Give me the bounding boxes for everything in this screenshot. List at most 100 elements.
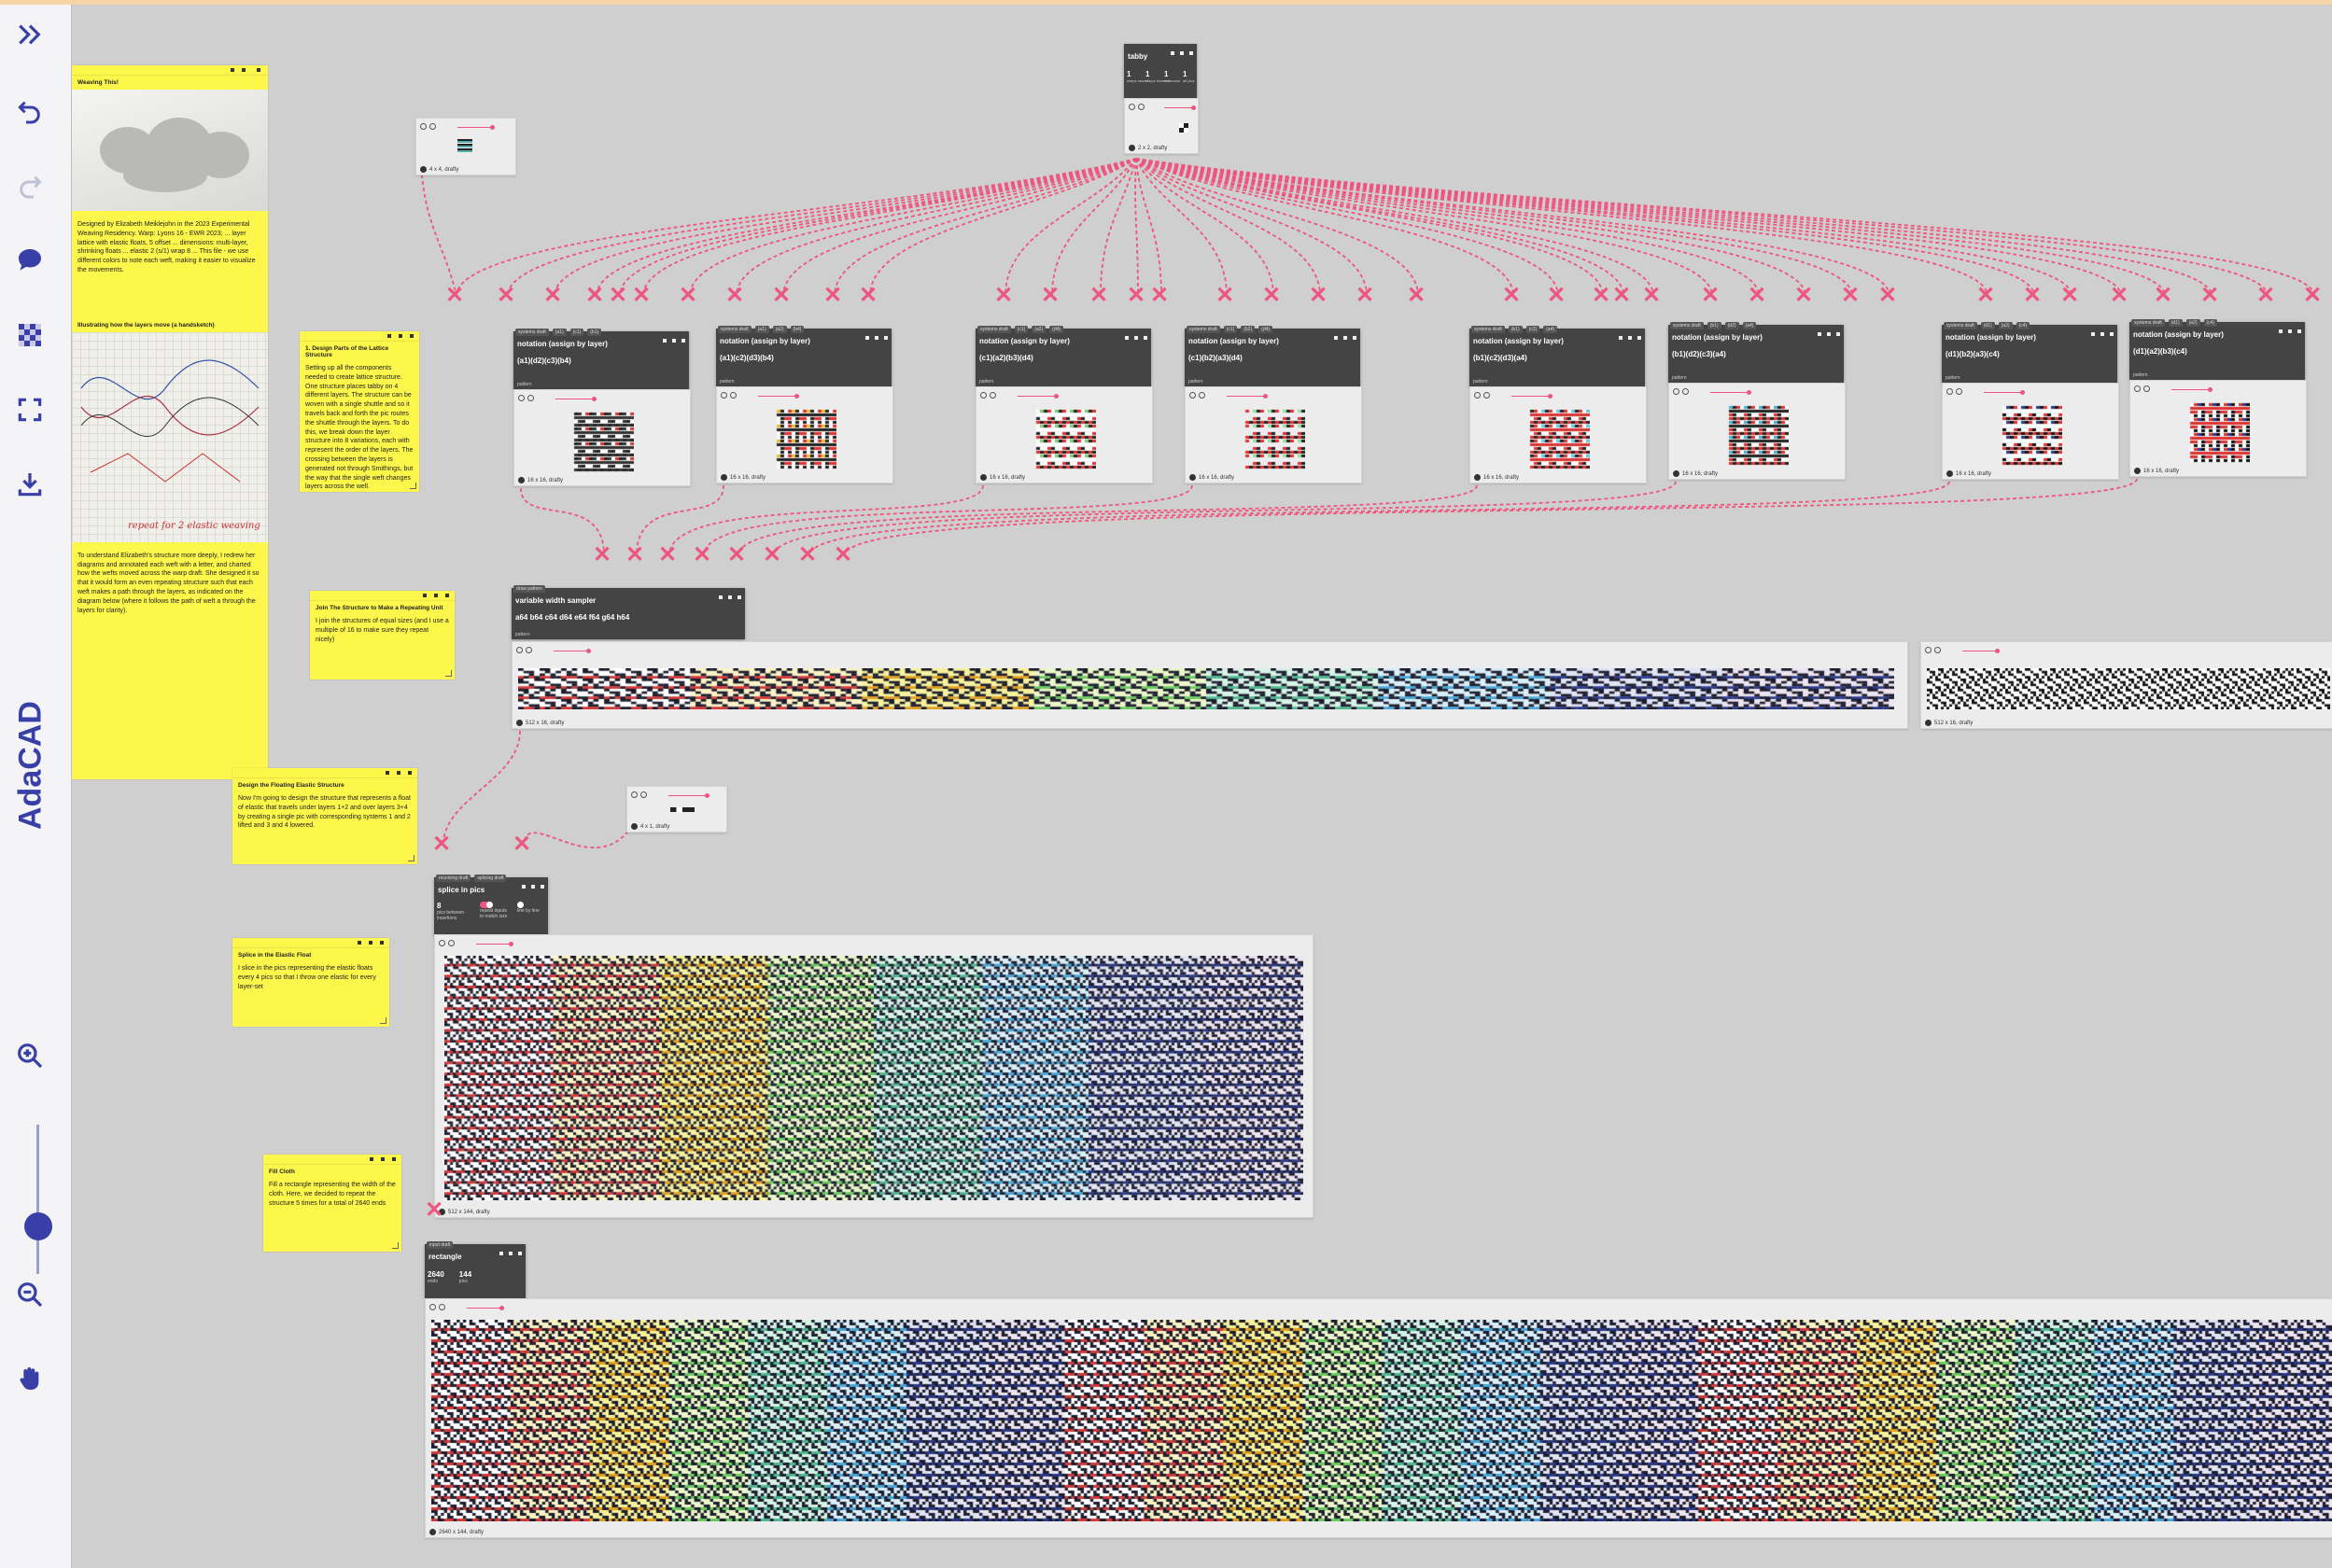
note-design-parts[interactable]: 1. Design Parts of the Lattice Structure… xyxy=(300,331,419,492)
input-connection-x[interactable]: ✕ xyxy=(2154,283,2173,308)
draft-notation-2[interactable]: 16 x 16, drafty xyxy=(716,386,893,483)
draft-rectangle[interactable]: 2640 x 144, drafty xyxy=(425,1298,2332,1538)
op-notation-1[interactable]: systems draft(a1)(c1)(b1)notation (assig… xyxy=(513,329,689,389)
input-connection-x[interactable]: ✕ xyxy=(2200,283,2220,308)
input-connection-x[interactable]: ✕ xyxy=(1794,283,1814,308)
op-notation-7[interactable]: systems draft(d1)(a2)(c4)notation (assig… xyxy=(1942,322,2117,383)
input-connection-x[interactable]: ✕ xyxy=(543,283,563,308)
note-weaving-this[interactable]: Weaving This! Designed by Elizabeth Meik… xyxy=(72,65,268,779)
op-pattern-value[interactable]: (b1)(d2)(c3)(a4) xyxy=(1672,350,1726,358)
input-connection-x[interactable]: ✕ xyxy=(497,283,516,308)
draft-notation-5[interactable]: 16 x 16, drafty xyxy=(1469,386,1647,483)
input-connection-x[interactable]: ✕ xyxy=(2060,283,2080,308)
draft-splice[interactable]: 512 x 144, drafty xyxy=(434,934,1314,1218)
input-connection-x[interactable]: ✕ xyxy=(1262,283,1282,308)
input-connection-x[interactable]: ✕ xyxy=(2256,283,2276,308)
input-connection-x[interactable]: ✕ xyxy=(679,283,698,308)
op-notation-6[interactable]: systems draft(b1)(d2)(a4)notation (assig… xyxy=(1668,322,1844,383)
input-connection-x[interactable]: ✕ xyxy=(859,283,878,308)
input-connection-x[interactable]: ✕ xyxy=(1642,283,1662,308)
input-connection-x[interactable]: ✕ xyxy=(1407,283,1426,308)
op-pattern-value[interactable]: (d1)(a2)(b3)(c4) xyxy=(2133,347,2187,356)
input-connection-x[interactable]: ✕ xyxy=(1878,283,1898,308)
draft-4x4[interactable]: 4 x 4, drafty xyxy=(415,118,516,175)
zoom-slider-handle[interactable] xyxy=(24,1212,52,1240)
input-connection-x[interactable]: ✕ xyxy=(1502,283,1522,308)
input-connection-x[interactable]: ✕ xyxy=(772,283,792,308)
param-pics[interactable]: 144 xyxy=(458,1270,472,1279)
op-pattern-value[interactable]: a64 b64 c64 d64 e64 f64 g64 h64 xyxy=(515,613,630,622)
op-pattern-value[interactable]: (d1)(b2)(a3)(c4) xyxy=(1946,350,2000,358)
input-connection-x[interactable]: ✕ xyxy=(823,283,843,308)
draft-notation-8[interactable]: 16 x 16, drafty xyxy=(2129,380,2307,477)
input-connection-x[interactable]: ✕ xyxy=(1612,283,1632,308)
input-connection-x[interactable]: ✕ xyxy=(834,542,853,567)
input-connection-x[interactable]: ✕ xyxy=(1976,283,1996,308)
draft-notation-3[interactable]: 16 x 16, drafty xyxy=(976,386,1153,483)
repeat-toggle[interactable] xyxy=(480,902,493,908)
input-connection-x[interactable]: ✕ xyxy=(658,542,678,567)
input-connection-x[interactable]: ✕ xyxy=(632,283,652,308)
input-connection-x[interactable]: ✕ xyxy=(2303,283,2323,308)
input-connection-x[interactable]: ✕ xyxy=(727,542,747,567)
input-connection-x[interactable]: ✕ xyxy=(1150,283,1170,308)
input-connection-x[interactable]: ✕ xyxy=(425,1197,444,1223)
draft-4x1[interactable]: 4 x 1, drafty xyxy=(626,786,727,833)
input-connection-x[interactable]: ✕ xyxy=(763,542,782,567)
input-connection-x[interactable]: ✕ xyxy=(1089,283,1109,308)
zoom-out-icon[interactable] xyxy=(13,1278,47,1311)
op-variable-width-sampler[interactable]: draw pattern variable width sampler a64 … xyxy=(512,585,745,639)
input-connection-x[interactable]: ✕ xyxy=(994,283,1014,308)
input-connection-x[interactable]: ✕ xyxy=(2023,283,2043,308)
draft-notation-7[interactable]: 16 x 16, drafty xyxy=(1942,383,2119,480)
input-connection-x[interactable]: ✕ xyxy=(609,283,628,308)
input-connection-x[interactable]: ✕ xyxy=(1356,283,1375,308)
undo-icon[interactable] xyxy=(13,94,47,128)
op-pattern-value[interactable]: (c1)(a2)(b3)(d4) xyxy=(979,354,1033,362)
input-connection-x[interactable]: ✕ xyxy=(625,542,645,567)
input-connection-x[interactable]: ✕ xyxy=(1701,283,1721,308)
input-connection-x[interactable]: ✕ xyxy=(798,542,818,567)
op-pattern-value[interactable]: (c1)(b2)(a3)(d4) xyxy=(1188,354,1243,362)
op-pattern-value[interactable]: (a1)(c2)(d3)(b4) xyxy=(720,354,774,362)
op-pattern-value[interactable]: (b1)(c2)(d3)(a4) xyxy=(1473,354,1527,362)
draft-notation-4[interactable]: 16 x 16, drafty xyxy=(1185,386,1362,483)
input-connection-x[interactable]: ✕ xyxy=(513,832,532,857)
zoom-slider-track[interactable] xyxy=(36,1125,39,1274)
op-notation-5[interactable]: systems draft(b1)(c2)(a4)notation (assig… xyxy=(1469,326,1645,386)
input-connection-x[interactable]: ✕ xyxy=(693,542,712,567)
input-connection-x[interactable]: ✕ xyxy=(1041,283,1061,308)
draft-sampler-preview[interactable]: 512 x 16, drafty xyxy=(1920,641,2332,729)
note-join-structure[interactable]: Join The Structure to Make a Repeating U… xyxy=(310,591,455,679)
draft-sampler[interactable]: 512 x 16, drafty xyxy=(512,641,1908,729)
download-icon[interactable] xyxy=(13,468,47,501)
note-fill-cloth[interactable]: Fill Cloth Fill a rectangle representing… xyxy=(263,1155,401,1252)
input-connection-x[interactable]: ✕ xyxy=(1748,283,1767,308)
op-pattern-value[interactable]: (a1)(d2)(c3)(b4) xyxy=(517,357,571,365)
input-connection-x[interactable]: ✕ xyxy=(1309,283,1328,308)
input-connection-x[interactable]: ✕ xyxy=(1592,283,1611,308)
input-connection-x[interactable]: ✕ xyxy=(2110,283,2129,308)
input-connection-x[interactable]: ✕ xyxy=(725,283,745,308)
op-notation-4[interactable]: systems draft(c1)(b2)(d4)notation (assig… xyxy=(1185,326,1360,386)
input-connection-x[interactable]: ✕ xyxy=(445,283,465,308)
param-ends[interactable]: 2640 xyxy=(428,1270,444,1279)
draft-notation-6[interactable]: 16 x 16, drafty xyxy=(1668,383,1846,480)
zoom-in-icon[interactable] xyxy=(13,1039,47,1072)
expand-icon[interactable] xyxy=(13,18,47,51)
input-connection-x[interactable]: ✕ xyxy=(585,283,605,308)
op-notation-3[interactable]: systems draft(c1)(a2)(d4)notation (assig… xyxy=(976,326,1151,386)
input-connection-x[interactable]: ✕ xyxy=(1127,283,1146,308)
note-floating-elastic[interactable]: Design the Floating Elastic Structure No… xyxy=(232,768,417,864)
input-connection-x[interactable]: ✕ xyxy=(1547,283,1566,308)
input-connection-x[interactable]: ✕ xyxy=(1841,283,1861,308)
fullscreen-icon[interactable] xyxy=(13,393,47,427)
input-connection-x[interactable]: ✕ xyxy=(593,542,612,567)
redo-icon[interactable] xyxy=(13,169,47,203)
